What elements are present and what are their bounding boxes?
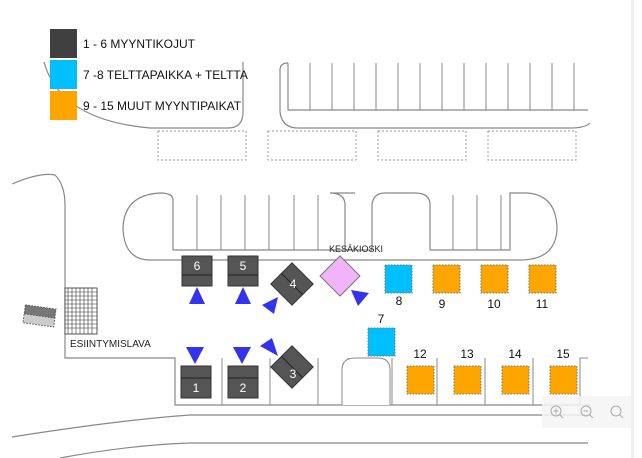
spot-number: 12	[413, 347, 427, 361]
entrance-arrow-icon	[262, 297, 278, 314]
zoom-in-button[interactable]	[546, 401, 568, 423]
legend: 1 - 6 MYYNTIKOJUT 7 -8 TELTTAPAIKKA + TE…	[50, 28, 248, 121]
tent-number: 7	[378, 312, 385, 326]
entrance-arrow-icon	[186, 347, 204, 364]
spot-15[interactable]	[549, 365, 578, 395]
zoom-out-button[interactable]	[576, 401, 598, 423]
road-top-left	[43, 61, 244, 129]
spot-10[interactable]	[480, 264, 509, 294]
scrollbar[interactable]	[631, 0, 634, 458]
stall-number: 1	[193, 381, 200, 395]
roads	[43, 61, 591, 129]
zoom-out-icon	[580, 405, 594, 419]
entrance-arrow-icon	[189, 287, 205, 304]
stall-1[interactable]: 1	[180, 365, 212, 399]
tent-8[interactable]	[384, 264, 413, 294]
dashed-areas	[157, 130, 577, 161]
legend-item-stalls: 1 - 6 MYYNTIKOJUT	[50, 28, 248, 59]
spot-number: 13	[460, 347, 474, 361]
stall-number: 6	[194, 259, 201, 273]
legend-item-others: 9 - 15 MUUT MYYNTIPAIKAT	[50, 90, 248, 121]
legend-label: 1 - 6 MYYNTIKOJUT	[83, 36, 196, 51]
spot-number: 15	[556, 347, 570, 361]
parking-lines-middle	[196, 195, 502, 250]
middle-parking	[122, 192, 558, 261]
legend-swatch-stalls	[50, 29, 77, 58]
kiosk[interactable]	[319, 255, 361, 297]
spot-number: 14	[508, 347, 522, 361]
tent-7[interactable]	[367, 327, 396, 357]
stall-5[interactable]: 5	[227, 255, 259, 287]
stall-number: 4	[290, 277, 297, 291]
legend-swatch-tents	[50, 60, 77, 89]
spot-9[interactable]	[432, 264, 461, 294]
stall-number: 2	[240, 381, 247, 395]
tent-number: 8	[396, 294, 403, 308]
road-top-right	[279, 62, 591, 129]
stall-number: 5	[240, 259, 247, 273]
spot-13[interactable]	[453, 365, 482, 395]
spot-11[interactable]	[528, 264, 557, 294]
spot-14[interactable]	[501, 365, 530, 395]
spot-12[interactable]	[406, 365, 435, 395]
zoom-reset-button[interactable]	[606, 401, 628, 423]
left-road	[11, 173, 590, 406]
entrance-arrow-icon	[260, 338, 278, 356]
entrance-arrow-icon	[235, 287, 251, 304]
legend-label: 9 - 15 MUUT MYYNTIPAIKAT	[83, 98, 242, 113]
entrance-arrow-icon	[351, 290, 369, 306]
bottom-arch	[341, 357, 391, 405]
zoom-controls	[542, 396, 632, 428]
stall-6[interactable]: 6	[181, 255, 213, 287]
legend-item-tents: 7 -8 TELTTAPAIKKA + TELTTA	[50, 59, 248, 90]
stage-label: ESIINTYMISLAVA	[70, 339, 151, 350]
spot-number: 11	[536, 297, 549, 311]
zoom-in-icon	[550, 405, 564, 419]
parking-top-base	[287, 63, 588, 111]
grey-object	[22, 304, 57, 328]
kiosk-label: KESÄKIOSKI	[329, 244, 383, 254]
legend-label: 7 -8 TELTTAPAIKKA + TELTTA	[83, 67, 248, 82]
stall-4[interactable]	[270, 262, 314, 306]
parking-lines-top	[309, 63, 575, 110]
zoom-reset-icon	[610, 405, 624, 419]
bottom-roads	[11, 414, 590, 458]
entrance-arrow-icon	[233, 347, 251, 364]
spot-number: 10	[487, 297, 501, 311]
stall-number: 3	[290, 367, 297, 381]
spot-number: 9	[439, 297, 446, 311]
stall-3[interactable]	[270, 345, 314, 389]
legend-swatch-others	[50, 91, 77, 120]
stage[interactable]	[64, 287, 98, 335]
stall-2[interactable]: 2	[227, 365, 259, 399]
